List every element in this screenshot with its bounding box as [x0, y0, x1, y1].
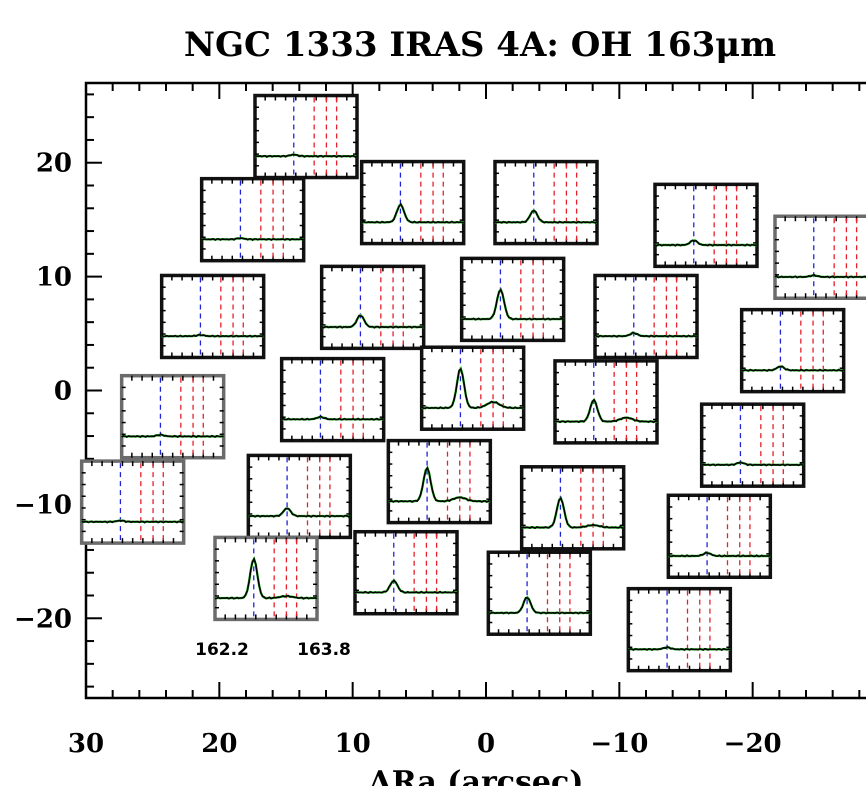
spaxel-frame	[386, 438, 493, 525]
spectrum-line	[594, 331, 698, 338]
spaxel-panel	[739, 307, 846, 394]
wavelength-label-start: 162.2	[195, 640, 249, 660]
spectrum-line	[214, 556, 318, 600]
spaxel-panel	[459, 256, 566, 343]
spaxel-frame	[79, 459, 186, 545]
spaxel-panel	[419, 345, 526, 431]
y-tick-label: 20	[36, 149, 72, 179]
spectrum-line	[354, 579, 457, 594]
spaxel-frame	[666, 493, 773, 580]
spaxel-grid	[79, 93, 866, 673]
spectrum-line	[627, 646, 731, 652]
spaxel-panel	[159, 273, 266, 360]
spectrum-line	[487, 596, 591, 615]
spectrum-line	[321, 314, 424, 329]
spaxel-panel	[699, 402, 806, 488]
spectrum-line	[361, 202, 464, 224]
spaxel-panel	[553, 359, 659, 445]
spaxel-frame	[459, 256, 566, 343]
spaxel-frame	[486, 550, 593, 636]
spaxel-panel	[493, 159, 599, 246]
spaxel-panel	[246, 453, 353, 540]
spectrum-line	[741, 365, 845, 372]
x-tick-label: −10	[590, 729, 648, 759]
spectrum-line	[554, 398, 658, 424]
spaxel-panel	[626, 586, 733, 673]
spaxel-panel	[279, 356, 386, 443]
spaxel-frame	[359, 159, 466, 246]
y-tick-label: −10	[14, 490, 72, 520]
spaxel-panel	[653, 182, 759, 269]
spaxel-frame	[493, 159, 599, 246]
spectrum-line	[201, 237, 305, 242]
spectrum-line	[255, 153, 358, 158]
spaxel-panel	[319, 264, 426, 351]
spaxel-frame	[319, 264, 426, 351]
x-tick-label: 30	[68, 729, 104, 759]
spaxel-frame	[653, 182, 759, 269]
spaxel-frame	[773, 214, 866, 300]
spaxel-frame	[699, 402, 806, 488]
spaxel-panel	[773, 214, 866, 300]
spaxel-panel	[519, 465, 626, 551]
spaxel-frame	[119, 373, 226, 460]
y-tick-label: 10	[36, 263, 72, 293]
spaxel-panel	[593, 273, 699, 360]
spectrum-line	[121, 433, 224, 439]
spectrum-line	[161, 333, 264, 338]
spaxel-frame	[279, 356, 386, 443]
spaxel-frame	[253, 93, 359, 180]
spaxel-frame	[593, 273, 699, 360]
x-tick-label: −20	[724, 729, 782, 759]
spectrum-line	[421, 367, 524, 410]
y-tick-label: 0	[54, 377, 72, 407]
spaxel-panel	[253, 93, 359, 180]
x-tick-label: 20	[201, 729, 237, 759]
x-axis-label: ΔRa (arcsec)	[369, 765, 584, 786]
spaxel-frame	[739, 307, 846, 394]
spaxel-frame	[246, 453, 353, 540]
y-tick-label: −20	[14, 604, 72, 634]
spaxel-frame	[553, 359, 659, 445]
spaxel-panel	[353, 529, 459, 616]
spaxel-frame	[519, 465, 626, 551]
axis-ticks	[85, 83, 861, 698]
spaxel-panel	[386, 438, 493, 525]
chart-title: NGC 1333 IRAS 4A: OH 163μm	[184, 25, 776, 65]
spectrum-line	[81, 519, 185, 524]
spaxel-frame	[159, 273, 266, 360]
spectrum-line	[667, 551, 771, 558]
spaxel-panel	[486, 550, 593, 636]
spaxel-panel	[213, 535, 319, 622]
spectrum-line	[521, 496, 624, 529]
spectrum-line	[494, 209, 598, 224]
wavelength-label-end: 163.8	[297, 640, 351, 660]
spectrum-line	[281, 415, 384, 421]
spaxel-frame	[199, 176, 306, 263]
spaxel-frame	[353, 529, 459, 616]
spectrum-line	[654, 239, 758, 247]
spaxel-frame	[626, 586, 733, 673]
spectrum-line	[461, 288, 565, 321]
spectrum-line	[248, 507, 351, 518]
spectrum-line	[774, 273, 866, 279]
spaxel-panel	[359, 159, 466, 246]
spaxel-panel	[79, 459, 186, 545]
spectrum-line	[701, 461, 805, 467]
spaxel-panel	[119, 373, 226, 460]
x-tick-label: 0	[477, 729, 495, 759]
spaxel-frame	[419, 345, 526, 431]
spectrum-line	[388, 465, 491, 503]
spaxel-frame	[213, 535, 319, 622]
x-tick-label: 10	[335, 729, 371, 759]
spaxel-panel	[666, 493, 773, 580]
spaxel-panel	[199, 176, 306, 263]
